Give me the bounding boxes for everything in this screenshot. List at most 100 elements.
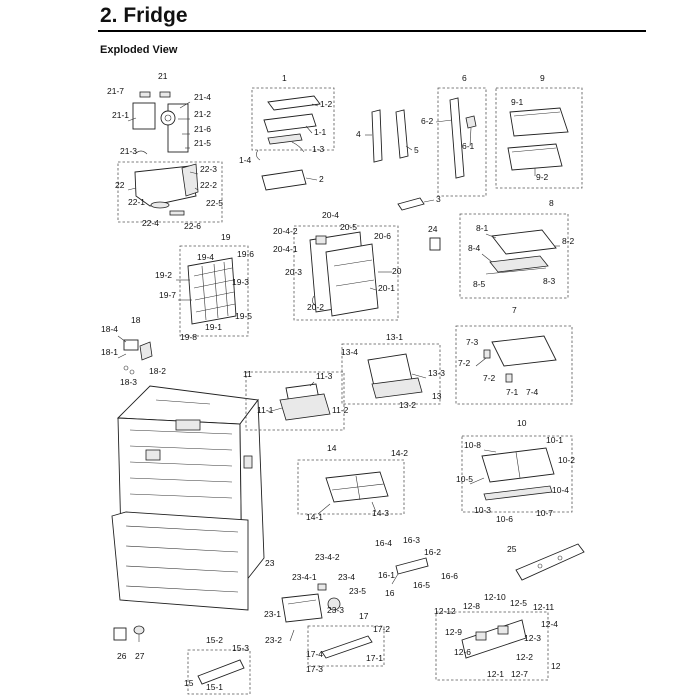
assembly-7-shelf bbox=[455, 325, 573, 405]
callout-c16-1: 16-1 bbox=[378, 570, 395, 580]
callout-c20-3: 20-3 bbox=[285, 267, 302, 277]
callout-c23-1: 23-1 bbox=[264, 609, 281, 619]
callout-c1-1: 1-1 bbox=[314, 127, 327, 137]
assembly-15-panel bbox=[187, 649, 251, 695]
callout-c12-3: 12-3 bbox=[524, 633, 541, 643]
callout-c12-7: 12-7 bbox=[511, 669, 528, 679]
callout-c20-4-1: 20-4-1 bbox=[273, 244, 298, 254]
callout-c7-2a: 7-2 bbox=[458, 358, 471, 368]
callout-c14-2: 14-2 bbox=[391, 448, 408, 458]
callout-c10-4: 10-4 bbox=[552, 485, 569, 495]
callout-c9-2: 9-2 bbox=[536, 172, 549, 182]
callout-c11-2: 11-2 bbox=[332, 405, 349, 415]
assembly-14-shelf bbox=[297, 459, 405, 515]
callout-c10-3: 10-3 bbox=[474, 505, 491, 515]
callout-c12-2: 12-2 bbox=[516, 652, 533, 662]
callout-c7-3: 7-3 bbox=[466, 337, 479, 347]
callout-c21-3: 21-3 bbox=[120, 146, 137, 156]
callout-c9-1: 9-1 bbox=[511, 97, 524, 107]
callout-c16: 16 bbox=[385, 588, 395, 598]
callout-c19-5: 19-5 bbox=[235, 311, 252, 321]
callout-c16-2: 16-2 bbox=[424, 547, 441, 557]
callout-c17-1: 17-1 bbox=[366, 653, 383, 663]
assembly-6 bbox=[435, 87, 487, 197]
callout-c7: 7 bbox=[512, 305, 517, 315]
callout-c20: 20 bbox=[392, 266, 402, 276]
callout-c18-1: 18-1 bbox=[101, 347, 118, 357]
callout-c16-3: 16-3 bbox=[403, 535, 420, 545]
callout-c7-1: 7-1 bbox=[506, 387, 519, 397]
callout-c4: 4 bbox=[356, 129, 361, 139]
parts-26-27 bbox=[113, 625, 145, 642]
assembly-22-ice-bucket bbox=[117, 161, 223, 223]
callout-c23-4-1: 23-4-1 bbox=[292, 572, 317, 582]
callout-c12-1: 12-1 bbox=[487, 669, 504, 679]
callout-c23-4-2: 23-4-2 bbox=[315, 552, 340, 562]
callout-c6-2: 6-2 bbox=[421, 116, 434, 126]
callout-c8-2: 8-2 bbox=[562, 236, 575, 246]
callout-c21-5: 21-5 bbox=[194, 138, 211, 148]
callout-c1-2: 1-2 bbox=[320, 99, 333, 109]
callout-c15-1: 15-1 bbox=[206, 682, 223, 692]
callout-c12-12: 12-12 bbox=[434, 606, 456, 616]
section-subtitle: Exploded View bbox=[100, 44, 178, 56]
callout-c21-2: 21-2 bbox=[194, 109, 211, 119]
assembly-12-control bbox=[435, 611, 549, 681]
callout-c11: 11 bbox=[243, 369, 252, 379]
part-24 bbox=[429, 237, 441, 251]
callout-c8-1: 8-1 bbox=[476, 223, 489, 233]
callout-c19-7: 19-7 bbox=[159, 290, 176, 300]
assembly-19-evaporator bbox=[176, 245, 249, 337]
part-3 bbox=[397, 197, 435, 211]
callout-c5: 5 bbox=[414, 145, 419, 155]
callout-c17: 17 bbox=[359, 611, 369, 621]
callout-c21: 21 bbox=[158, 71, 168, 81]
callout-c10-5: 10-5 bbox=[456, 474, 473, 484]
callout-c18-4: 18-4 bbox=[101, 324, 118, 334]
assembly-1-cover bbox=[251, 87, 335, 191]
callout-c13-3: 13-3 bbox=[428, 368, 445, 378]
callout-c11-1: 11-1 bbox=[257, 405, 274, 415]
assembly-13-drawer bbox=[341, 343, 441, 405]
callout-c6: 6 bbox=[462, 73, 467, 83]
callout-c21-4: 21-4 bbox=[194, 92, 211, 102]
callout-c13: 13 bbox=[432, 391, 442, 401]
callout-c18: 18 bbox=[131, 315, 141, 325]
callout-c12-9: 12-9 bbox=[445, 627, 462, 637]
callout-c21-7: 21-7 bbox=[107, 86, 124, 96]
assembly-9-shelf bbox=[495, 87, 583, 189]
callout-c21-1: 21-1 bbox=[112, 110, 129, 120]
callout-c12-4: 12-4 bbox=[541, 619, 558, 629]
callout-c18-3: 18-3 bbox=[120, 377, 137, 387]
callout-c20-2: 20-2 bbox=[307, 302, 324, 312]
callout-c7-2b: 7-2 bbox=[483, 373, 496, 383]
title-rule bbox=[98, 30, 646, 32]
part-25 bbox=[515, 543, 585, 581]
callout-c22-2: 22-2 bbox=[200, 180, 217, 190]
assembly-8-shelf bbox=[459, 213, 569, 299]
callout-c19-8: 19-8 bbox=[180, 332, 197, 342]
callout-c27: 27 bbox=[135, 651, 145, 661]
callout-c14: 14 bbox=[327, 443, 337, 453]
assembly-17-rail bbox=[307, 625, 385, 667]
callout-c26: 26 bbox=[117, 651, 127, 661]
callout-c14-1: 14-1 bbox=[306, 512, 323, 522]
callout-c22-1: 22-1 bbox=[128, 197, 145, 207]
callout-c23: 23 bbox=[265, 558, 275, 568]
callout-c12-8: 12-8 bbox=[463, 601, 480, 611]
callout-c16-4: 16-4 bbox=[375, 538, 392, 548]
callout-c25: 25 bbox=[507, 544, 517, 554]
callout-c21-6: 21-6 bbox=[194, 124, 211, 134]
callout-c7-4: 7-4 bbox=[526, 387, 539, 397]
callout-c10-1: 10-1 bbox=[546, 435, 563, 445]
callout-c16-6: 16-6 bbox=[441, 571, 458, 581]
callout-c20-4-2: 20-4-2 bbox=[273, 226, 298, 236]
callout-c15: 15 bbox=[184, 678, 194, 688]
callout-c12-6: 12-6 bbox=[454, 647, 471, 657]
callout-c13-4: 13-4 bbox=[341, 347, 358, 357]
assembly-23-tray bbox=[281, 583, 341, 642]
callout-c19: 19 bbox=[221, 232, 231, 242]
callout-c22-6: 22-6 bbox=[184, 221, 201, 231]
